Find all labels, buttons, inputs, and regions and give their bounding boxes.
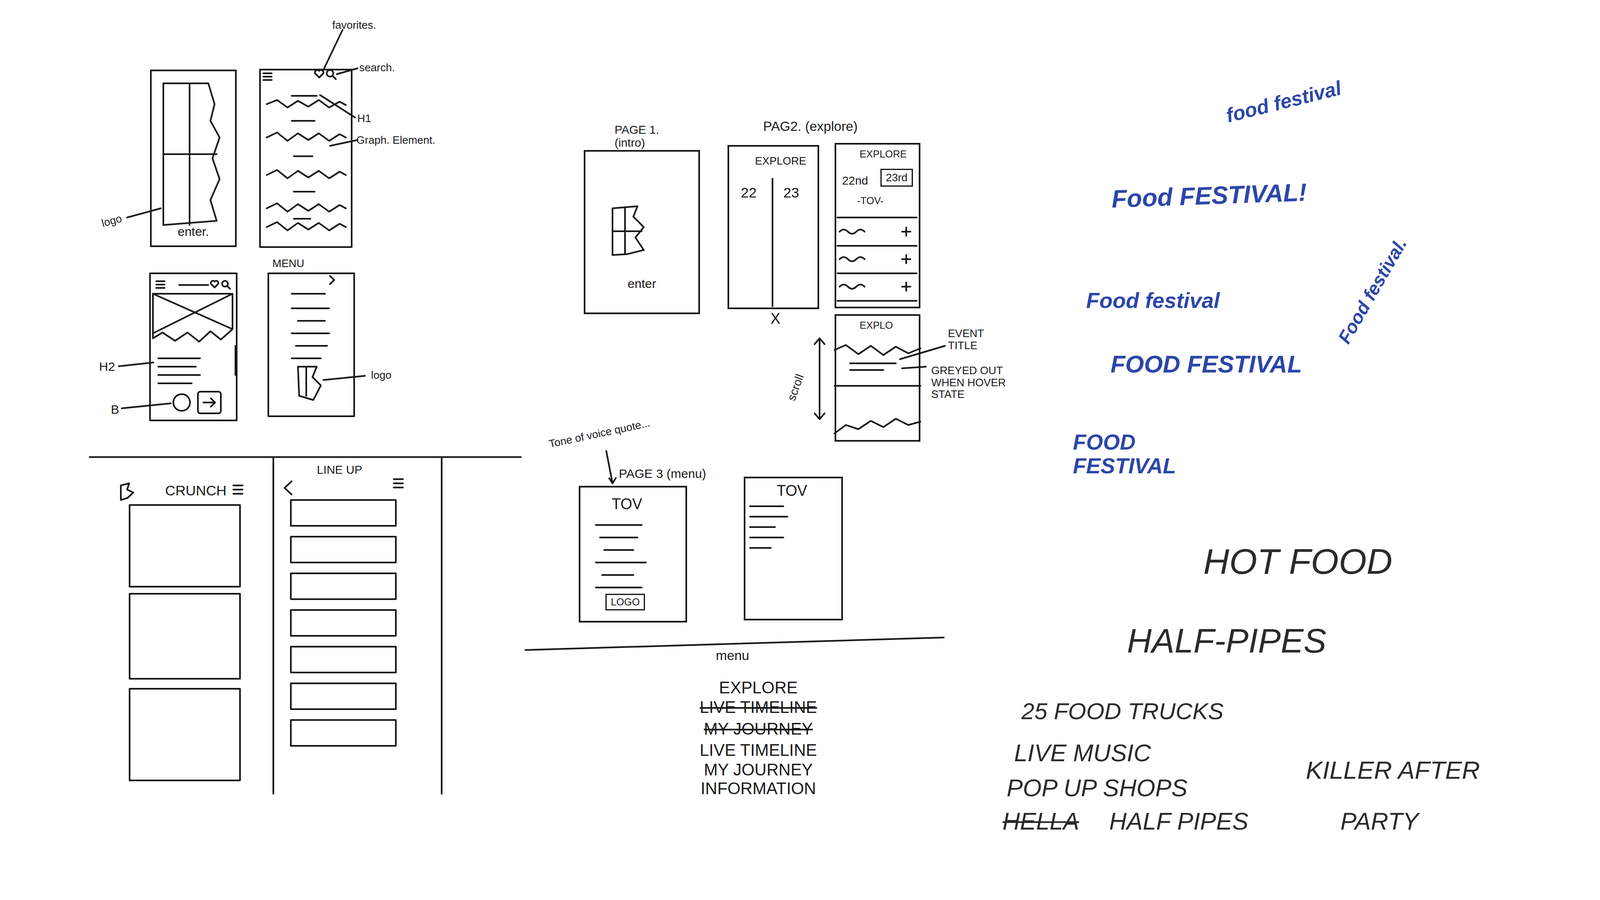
screen-text: -TOV- xyxy=(857,195,884,207)
menu-item: LIVE TIMELINE xyxy=(699,697,818,717)
screen-text: EXPLO xyxy=(859,320,893,331)
screen-text: 23 xyxy=(783,185,800,201)
feature-item: HALF PIPES xyxy=(1109,807,1249,835)
lettering-study: FOOD FESTIVAL xyxy=(1072,430,1223,478)
feature-item: PARTY xyxy=(1340,807,1419,835)
screen-text: LOGO xyxy=(610,596,640,608)
feature-item: 25 FOOD TRUCKS xyxy=(1021,698,1224,725)
screen-text: 22 xyxy=(740,185,757,201)
menu-item: LIVE TIMELINE xyxy=(699,740,818,760)
feature-item: KILLER AFTER xyxy=(1305,756,1480,785)
callout: B xyxy=(110,402,120,417)
annotation: search. xyxy=(359,61,395,74)
annotation: logo xyxy=(100,212,124,230)
screen-text: EXPLORE xyxy=(755,155,807,168)
menu-item: INFORMATION xyxy=(700,779,816,798)
annotation: favorites. xyxy=(332,19,377,32)
page-heading: PAGE 3 (menu) xyxy=(618,466,707,481)
lettering-study: food festival xyxy=(1223,77,1344,128)
mark: X xyxy=(770,310,781,328)
feature-item: LIVE MUSIC xyxy=(1014,739,1152,767)
page-heading: PAG2. (explore) xyxy=(762,119,858,134)
menu-heading: menu xyxy=(715,648,750,663)
screen-text: enter. xyxy=(177,224,209,239)
screen-text: EXPLORE xyxy=(859,148,907,160)
screen-text: TOV xyxy=(776,482,808,500)
screen-text: TOV xyxy=(611,495,643,513)
annotation: logo xyxy=(370,369,392,382)
lettering-study: FOOD FESTIVAL xyxy=(1110,350,1303,378)
screen-text: 23rd xyxy=(885,171,908,184)
date-chip: 23rd xyxy=(880,168,913,187)
menu-item: MY JOURNEY xyxy=(703,719,813,738)
annotation: H1 xyxy=(357,112,371,125)
lettering-study: Food festival xyxy=(1086,288,1220,313)
screen-frame: enter xyxy=(583,150,700,315)
menu-item: MY JOURNEY xyxy=(703,760,813,779)
headline: HOT FOOD xyxy=(1203,541,1393,582)
feature-item: HELLA xyxy=(1002,807,1080,835)
annotation: Tone of voice quote... xyxy=(547,416,653,450)
annotation: Graph. Element. xyxy=(356,134,435,147)
app-title: CRUNCH xyxy=(165,482,227,499)
page-heading: PAGE 1. (intro) xyxy=(614,123,673,150)
screen-text: enter xyxy=(627,276,656,291)
menu-item: EXPLORE xyxy=(719,678,798,697)
annotation: GREYED OUT WHEN HOVER STATE xyxy=(931,364,1015,401)
annotation: EVENT TITLE xyxy=(947,327,1011,352)
headline: HALF-PIPES xyxy=(1127,622,1327,660)
screen-frame: EXPLORE 22nd -TOV-23rd xyxy=(834,142,921,309)
screen-title: MENU xyxy=(272,257,305,270)
callout: H2 xyxy=(99,359,115,374)
screen-frame: enter. xyxy=(150,69,237,248)
annotation: scroll xyxy=(785,372,807,403)
feature-item: POP UP SHOPS xyxy=(1006,774,1188,802)
screen-frame: EXPLORE 22 23 xyxy=(727,145,820,310)
lettering-study: Food festival. xyxy=(1334,234,1411,348)
date-chip: LOGO xyxy=(605,593,645,611)
lettering-study: Food FESTIVAL! xyxy=(1111,178,1308,213)
screen-title: LINE UP xyxy=(317,463,363,477)
screen-frame: EXPLO xyxy=(834,314,921,442)
screen-frame: TOV LOGO xyxy=(578,485,688,623)
screen-frame: TOV xyxy=(743,476,843,621)
screen-text: 22nd xyxy=(842,174,868,188)
